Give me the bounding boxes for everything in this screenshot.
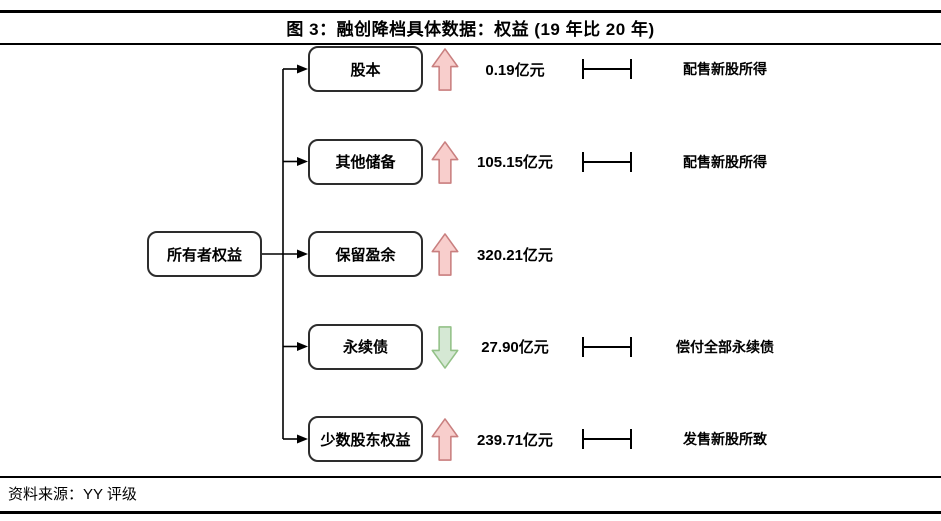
change-note: 配售新股所得 <box>683 61 767 77</box>
change-value: 0.19亿元 <box>485 61 545 79</box>
title-separator-line <box>0 43 941 45</box>
range-bracket-icon <box>582 151 632 172</box>
change-value: 320.21亿元 <box>477 246 553 264</box>
node-label: 其他储备 <box>335 154 396 171</box>
up-arrow-icon <box>431 233 459 276</box>
range-bracket-icon <box>582 59 632 79</box>
node-label: 永续债 <box>342 339 388 356</box>
change-value: 239.71亿元 <box>477 431 553 449</box>
node-box: 其他储备 <box>308 138 423 185</box>
node-box: 保留盈余 <box>308 231 423 277</box>
change-note: 偿付全部永续债 <box>676 338 774 355</box>
root-node-label: 所有者权益 <box>166 246 242 264</box>
equity-row-other-reserves: 其他储备 105.15亿元 配售新股所得 <box>0 138 941 185</box>
change-note: 配售新股所得 <box>683 153 767 170</box>
node-box: 股本 <box>308 46 423 92</box>
node-label: 保留盈余 <box>335 246 396 264</box>
top-border-line <box>0 10 941 13</box>
range-bracket-icon <box>582 336 632 357</box>
up-arrow-icon <box>431 48 459 91</box>
range-bracket-icon <box>582 429 632 449</box>
change-value: 105.15亿元 <box>477 154 553 171</box>
root-node-owners-equity: 所有者权益 <box>147 231 262 277</box>
up-arrow-icon <box>431 418 459 461</box>
down-arrow-icon <box>431 325 459 369</box>
node-label: 股本 <box>350 61 381 79</box>
node-box: 少数股东权益 <box>308 416 423 462</box>
equity-row-perpetual-bonds: 永续债 27.90亿元 偿付全部永续债 <box>0 323 941 370</box>
equity-row-retained-earnings: 保留盈余 320.21亿元 <box>0 231 941 277</box>
node-label: 少数股东权益 <box>320 431 411 449</box>
equity-row-share-capital: 股本 0.19亿元 配售新股所得 <box>0 46 941 92</box>
figure-title: 图 3：融创降档具体数据：权益 (19 年比 20 年) <box>286 20 655 39</box>
data-source-note: 资料来源：YY 评级 <box>8 486 137 503</box>
change-value: 27.90亿元 <box>481 339 549 356</box>
up-arrow-icon <box>431 140 459 184</box>
node-box: 永续债 <box>308 323 423 370</box>
bottom-border-line <box>0 511 941 514</box>
source-separator-line <box>0 476 941 478</box>
change-note: 发售新股所致 <box>683 431 767 447</box>
equity-row-minority-interest: 少数股东权益 239.71亿元 发售新股所致 <box>0 416 941 462</box>
